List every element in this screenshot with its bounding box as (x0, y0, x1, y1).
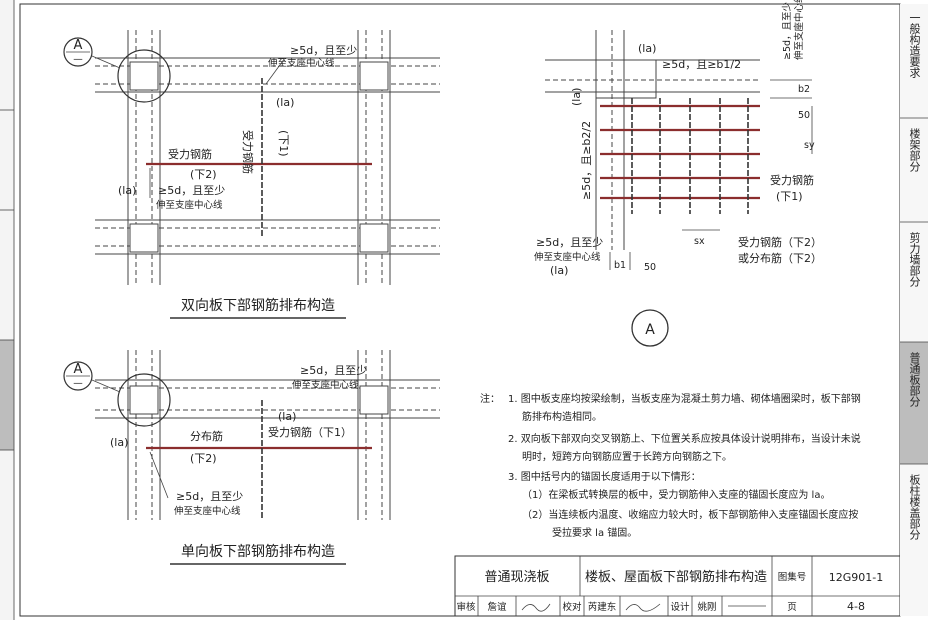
detail-bar-label-2-alt: 或分布筋（下2） (738, 251, 822, 265)
detail-bar-label-2: 受力钢筋（下2） (738, 235, 822, 249)
figure-two-way-slab: A — ≥5d，且至少 伸至支座中心线 (la) 受力钢筋 (下1) 受力钢筋 … (63, 30, 440, 319)
bar-pos-vertical: (下1) (277, 130, 290, 157)
detail-dim-right-1: ≥5d，且至少 (782, 1, 793, 60)
detail-dim-sx: sx (694, 236, 705, 247)
tb-page-label: 页 (787, 602, 797, 613)
checker-signature (625, 603, 661, 612)
detail-circle (117, 49, 171, 103)
reviewer-signature (521, 603, 551, 612)
detail-la-bottom: (la) (550, 264, 568, 277)
la-label-top: (la) (276, 96, 294, 109)
dist-bar-pos: (下2) (190, 452, 217, 465)
anchor-note-left-2: 伸至支座中心线 (156, 199, 223, 211)
tb-drawing-title: 楼板、屋面板下部钢筋排布构造 (585, 569, 767, 585)
sidebar-item-frame[interactable]: 楼架部分 (908, 128, 921, 172)
detail-dim-right-2: 伸至支座中心线 (793, 0, 805, 60)
detail-la-left: (la) (570, 88, 583, 106)
bar-label-vertical: 受力钢筋 (241, 130, 255, 174)
figure-one-way-slab: A — ≥5d，且至少 伸至支座中心线 (la) 受力钢筋（下1） 分布筋 (下… (63, 350, 440, 565)
note-line-2: 筋排布构造相同。 (522, 410, 602, 423)
note-line-6: （1）在梁板式转换层的板中，受力钢筋伸入支座的锚固长度应为 la。 (522, 488, 830, 501)
anchor-note-top-1b: ≥5d，且至少 (300, 364, 367, 377)
tb-category: 普通现浇板 (484, 570, 549, 585)
detail-dim-b2: b2 (798, 84, 810, 95)
tb-page-no: 4-8 (847, 600, 865, 613)
anchor-note-top-1: ≥5d，且至少 (290, 44, 357, 57)
detail-anchor-2: 伸至支座中心线 (534, 251, 601, 263)
note-line-8: 受拉要求 la 锚固。 (552, 526, 637, 539)
bar-label-horizontal: 受力钢筋 (168, 147, 212, 161)
tb-atlas-label: 图集号 (778, 571, 807, 583)
detail-bar-label-1-pos: (下1) (776, 190, 803, 203)
anchor-note-left-1: ≥5d，且至少 (158, 184, 225, 197)
left-binding-strip (0, 0, 15, 620)
sidebar-active-highlight (900, 342, 928, 464)
detail-marker-label: A (74, 38, 83, 53)
anchor-note-left-2b: 伸至支座中心线 (174, 505, 241, 517)
detail-la-top: (la) (638, 42, 656, 55)
title-block: 普通现浇板 楼板、屋面板下部钢筋排布构造 图集号 12G901-1 审核 詹谊 … (454, 555, 901, 617)
detail-bar-label-1: 受力钢筋 (770, 173, 814, 187)
la-label-left: (la) (118, 184, 136, 197)
note-line-5: 3. 图中括号内的锚固长度适用于以下情形： (508, 470, 701, 483)
figure-1-title: 双向板下部钢筋排布构造 (181, 297, 335, 314)
sidebar-item-general[interactable]: 一般构造要求 (908, 12, 921, 78)
detail-dim-sy: sy (804, 140, 815, 151)
anchor-note-left-1b: ≥5d，且至少 (176, 490, 243, 503)
anchor-note-top-2: 伸至支座中心线 (268, 57, 335, 69)
note-line-4: 明时，短跨方向钢筋应置于长跨方向钢筋之下。 (522, 450, 732, 463)
anchor-note-top-2b: 伸至支座中心线 (292, 379, 359, 391)
right-sidebar (900, 4, 928, 616)
note-line-1: 1. 图中板支座均按梁绘制，当板支座为混凝土剪力墙、砌体墙圈梁时，板下部钢 (508, 392, 861, 405)
sidebar-item-slab[interactable]: 普通板部分 (908, 352, 921, 407)
la-label-left-2: (la) (110, 436, 128, 449)
detail-marker-a (63, 37, 93, 67)
detail-a: (la) ≥5d，且≥b1/2 (la) ≥5d，且≥b2/2 ≥5d，且至少 … (534, 0, 822, 347)
sidebar-item-shear-wall[interactable]: 剪力墙部分 (908, 232, 921, 287)
tb-atlas-no: 12G901-1 (829, 571, 883, 584)
bar-pos-horizontal: (下2) (190, 168, 217, 181)
note-line-3: 2. 双向板下部双向交叉钢筋上、下位置关系应按具体设计说明排布，当设计未说 (508, 432, 861, 445)
main-bar-label: 受力钢筋（下1） (268, 425, 352, 439)
tb-check-label: 校对 (562, 601, 582, 613)
sidebar-item-flat-slab[interactable]: 板柱楼盖部分 (908, 474, 921, 540)
tb-checker: 芮建东 (588, 601, 617, 613)
tb-design-label: 设计 (670, 601, 690, 613)
tb-reviewer: 詹谊 (487, 601, 507, 613)
detail-anchor-1: ≥5d，且至少 (536, 236, 603, 249)
detail-dim-b1: b1 (614, 260, 626, 271)
detail-dim-left: ≥5d，且≥b2/2 (580, 121, 593, 200)
la-label-top-2: (la) (278, 410, 296, 423)
detail-marker-label-2: A (74, 362, 83, 377)
notes: 注： 1. 图中板支座均按梁绘制，当板支座为混凝土剪力墙、砌体墙圈梁时，板下部钢… (480, 392, 861, 539)
tb-review-label: 审核 (456, 601, 476, 613)
detail-dim-50-bottom: 50 (644, 262, 656, 273)
notes-prefix: 注： (480, 392, 500, 405)
dist-bar-label: 分布筋 (190, 429, 223, 443)
detail-a-marker-label: A (645, 322, 655, 338)
detail-marker-sub-2: — (73, 378, 83, 389)
note-line-7: （2）当连续板内温度、收缩应力较大时，板下部钢筋伸入支座锚固长度应按 (522, 508, 858, 521)
detail-marker-sub: — (73, 54, 83, 65)
detail-marker-a-2 (63, 361, 93, 391)
detail-dim-50-right: 50 (798, 110, 810, 121)
tb-designer: 姚刚 (697, 601, 716, 613)
figure-2-title: 单向板下部钢筋排布构造 (181, 543, 335, 560)
detail-dim-top: ≥5d，且≥b1/2 (662, 58, 741, 71)
detail-a-marker (631, 309, 669, 347)
